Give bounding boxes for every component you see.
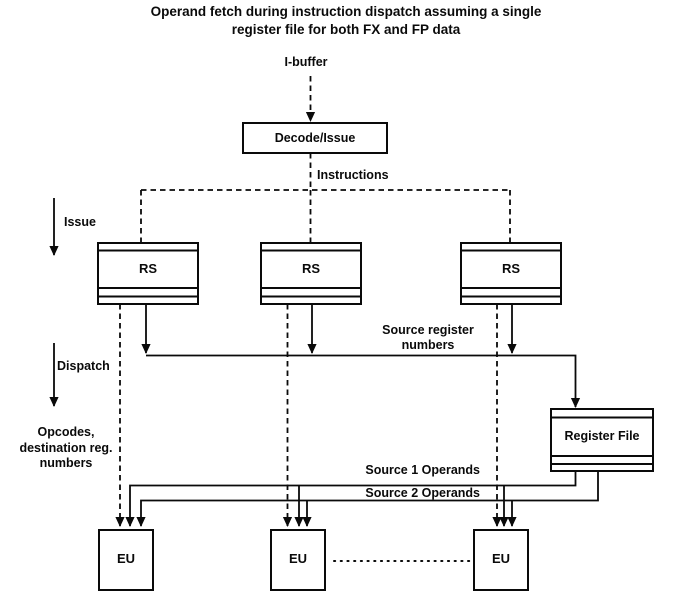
source2-operand-line	[136, 471, 599, 527]
eu-boxes	[98, 529, 529, 591]
rs2-label: RS	[301, 261, 321, 276]
rs-box-3	[460, 242, 562, 305]
rs-boxes	[97, 242, 562, 305]
opcodes-line3: numbers	[39, 456, 93, 470]
source1-operand-line	[125, 471, 577, 527]
instruction-flow-dashed-lines	[115, 76, 511, 527]
diagram-title: Operand fetch during instruction dispatc…	[0, 3, 692, 39]
opcodes-line2: destination reg.	[19, 440, 113, 455]
diagram-title-line1: Operand fetch during instruction dispatc…	[150, 4, 542, 19]
ibuffer-label: I-buffer	[284, 55, 328, 69]
decode-issue-box	[242, 122, 388, 154]
opcodes-destination-label: Opcodes, destination reg. numbers	[4, 425, 128, 472]
rs-box-1	[97, 242, 199, 305]
source-register-numbers-label: Source register numbers	[352, 323, 504, 353]
eu-box-3	[473, 529, 529, 591]
eu1-label: EU	[116, 551, 136, 566]
eu2-label: EU	[288, 551, 308, 566]
issue-label: Issue	[64, 215, 96, 229]
source-register-line1: Source register	[382, 323, 474, 337]
source1-operands-label: Source 1 Operands	[365, 463, 480, 477]
rs1-label: RS	[138, 261, 158, 276]
register-file-label: Register File	[564, 429, 640, 443]
operand-lines	[125, 471, 599, 527]
eu-box-2	[270, 529, 326, 591]
opcodes-line1: Opcodes,	[37, 425, 95, 439]
source2-operands-label: Source 2 Operands	[365, 486, 480, 500]
bus-to-register-file-arrow	[146, 354, 581, 408]
eu3-label: EU	[491, 551, 511, 566]
source-register-line2: numbers	[401, 338, 455, 352]
decode-issue-label: Decode/Issue	[274, 131, 356, 145]
rs3-label: RS	[501, 261, 521, 276]
eu-box-1	[98, 529, 154, 591]
instructions-label: Instructions	[317, 168, 389, 182]
dispatch-label: Dispatch	[57, 359, 110, 373]
register-file-box	[550, 408, 654, 472]
source-register-bus	[141, 304, 581, 408]
rs-box-2	[260, 242, 362, 305]
diagram-title-line2: register file for both FX and FP data	[231, 22, 461, 37]
